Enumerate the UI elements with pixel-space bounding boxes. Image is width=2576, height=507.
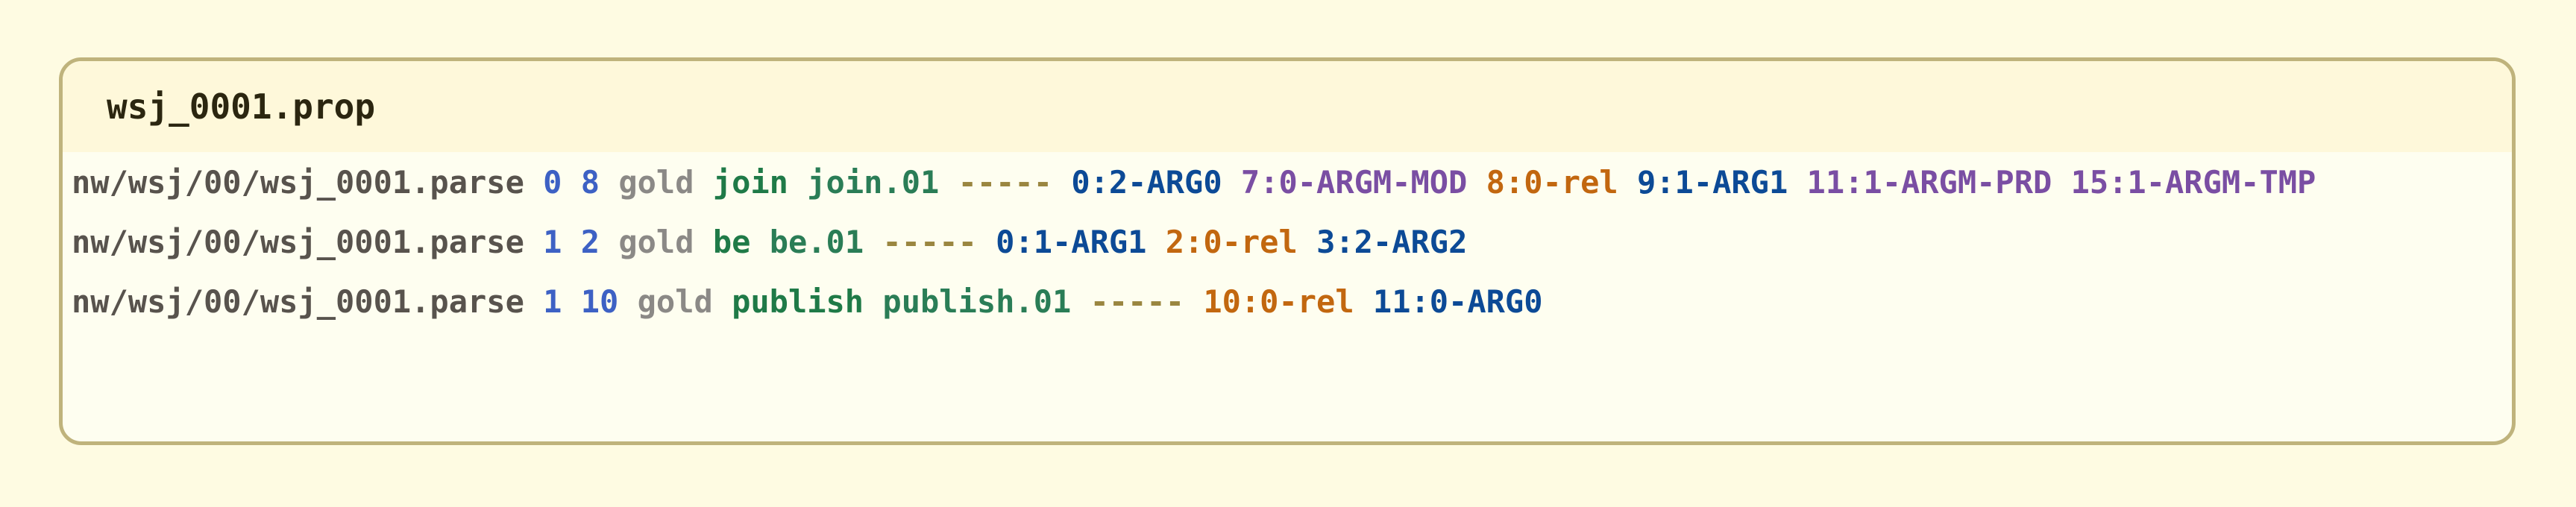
sentence-number: 0 xyxy=(543,164,562,201)
rel-label: 10:0-rel xyxy=(1203,283,1354,320)
argm-label: 7:0-ARGM-MOD xyxy=(1240,164,1468,201)
prop-file-panel: wsj_0001.prop xyxy=(59,57,2516,445)
panel-header: wsj_0001.prop xyxy=(63,61,2512,152)
inflection-field: ----- xyxy=(882,224,977,260)
file-title: wsj_0001.prop xyxy=(107,86,376,127)
tagger-label: gold xyxy=(618,224,694,260)
prop-line: nw/wsj/00/wsj_0001.parse 0 8 gold join j… xyxy=(72,153,2335,212)
parse-file-path: nw/wsj/00/wsj_0001.parse xyxy=(72,164,524,201)
argument-label: 0:2-ARG0 xyxy=(1071,164,1222,201)
proposition-list: nw/wsj/00/wsj_0001.parse 0 8 gold join j… xyxy=(72,153,2335,332)
tagger-label: gold xyxy=(618,164,694,201)
rel-label: 2:0-rel xyxy=(1165,224,1298,260)
predicate-lemma: publish xyxy=(732,283,864,320)
argm-label: 11:1-ARGM-PRD xyxy=(1806,164,2052,201)
prop-line: nw/wsj/00/wsj_0001.parse 1 2 gold be be.… xyxy=(72,212,2335,272)
predicate-lemma: be xyxy=(712,224,751,260)
token-number: 8 xyxy=(580,164,600,201)
token-number: 2 xyxy=(580,224,600,260)
sentence-number: 1 xyxy=(543,283,562,320)
tagger-label: gold xyxy=(637,283,713,320)
argument-label: 3:2-ARG2 xyxy=(1316,224,1468,260)
parse-file-path: nw/wsj/00/wsj_0001.parse xyxy=(72,224,524,260)
frameset-id: join.01 xyxy=(807,164,940,201)
argument-label: 0:1-ARG1 xyxy=(996,224,1147,260)
token-number: 10 xyxy=(580,283,619,320)
prop-line: nw/wsj/00/wsj_0001.parse 1 10 gold publi… xyxy=(72,272,2335,332)
argm-label: 15:1-ARGM-TMP xyxy=(2070,164,2316,201)
predicate-lemma: join xyxy=(712,164,788,201)
inflection-field: ----- xyxy=(958,164,1053,201)
rel-label: 8:0-rel xyxy=(1486,164,1618,201)
inflection-field: ----- xyxy=(1090,283,1185,320)
frameset-id: be.01 xyxy=(769,224,864,260)
sentence-number: 1 xyxy=(543,224,562,260)
argument-label: 11:0-ARG0 xyxy=(1372,283,1543,320)
argument-label: 9:1-ARG1 xyxy=(1636,164,1788,201)
parse-file-path: nw/wsj/00/wsj_0001.parse xyxy=(72,283,524,320)
frameset-id: publish.01 xyxy=(882,283,1072,320)
